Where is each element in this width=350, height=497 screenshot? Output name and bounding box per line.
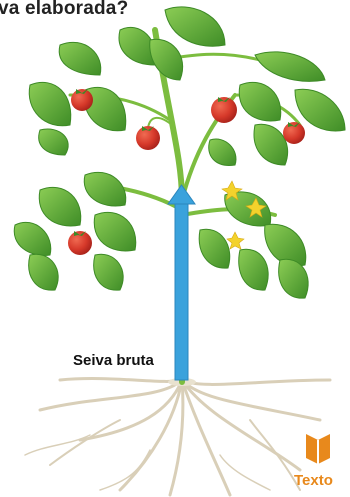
roots [25, 379, 330, 495]
seiva-bruta-label: Seiva bruta [73, 352, 154, 369]
brand-name: Texto [294, 472, 333, 489]
